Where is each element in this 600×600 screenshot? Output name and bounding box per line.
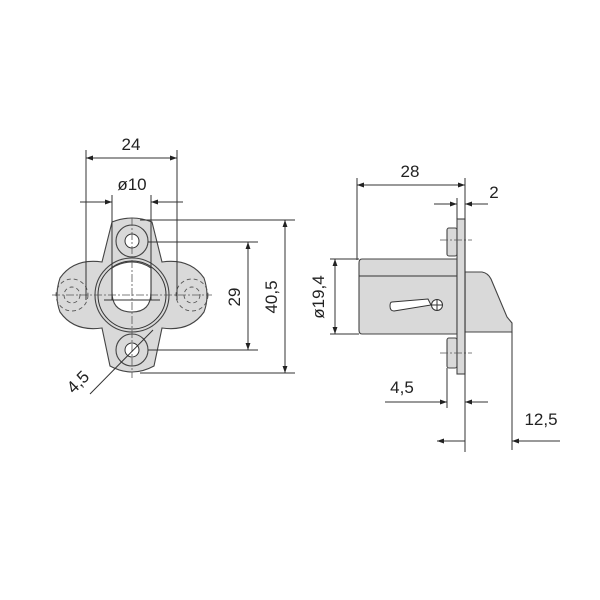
dim-width: 24 — [122, 135, 141, 154]
dim-hole-dia: 4,5 — [63, 367, 93, 397]
dim-boss: 4,5 — [390, 378, 414, 397]
front-view: 24 ø10 29 40,5 4,5 — [52, 135, 295, 397]
dim-plate-thickness: 2 — [489, 183, 498, 202]
side-body — [358, 218, 513, 375]
dim-cylinder-dia: ø19,4 — [309, 275, 328, 318]
leader-hole-dia — [89, 329, 154, 395]
dim-height: 40,5 — [262, 280, 281, 313]
dim-cam: 12,5 — [524, 410, 557, 429]
side-view: 28 2 ø19,4 4,5 12,5 — [309, 162, 560, 452]
dim-bore: ø10 — [117, 175, 146, 194]
dim-length: 28 — [401, 162, 420, 181]
dim-hole-spacing: 29 — [225, 288, 244, 307]
